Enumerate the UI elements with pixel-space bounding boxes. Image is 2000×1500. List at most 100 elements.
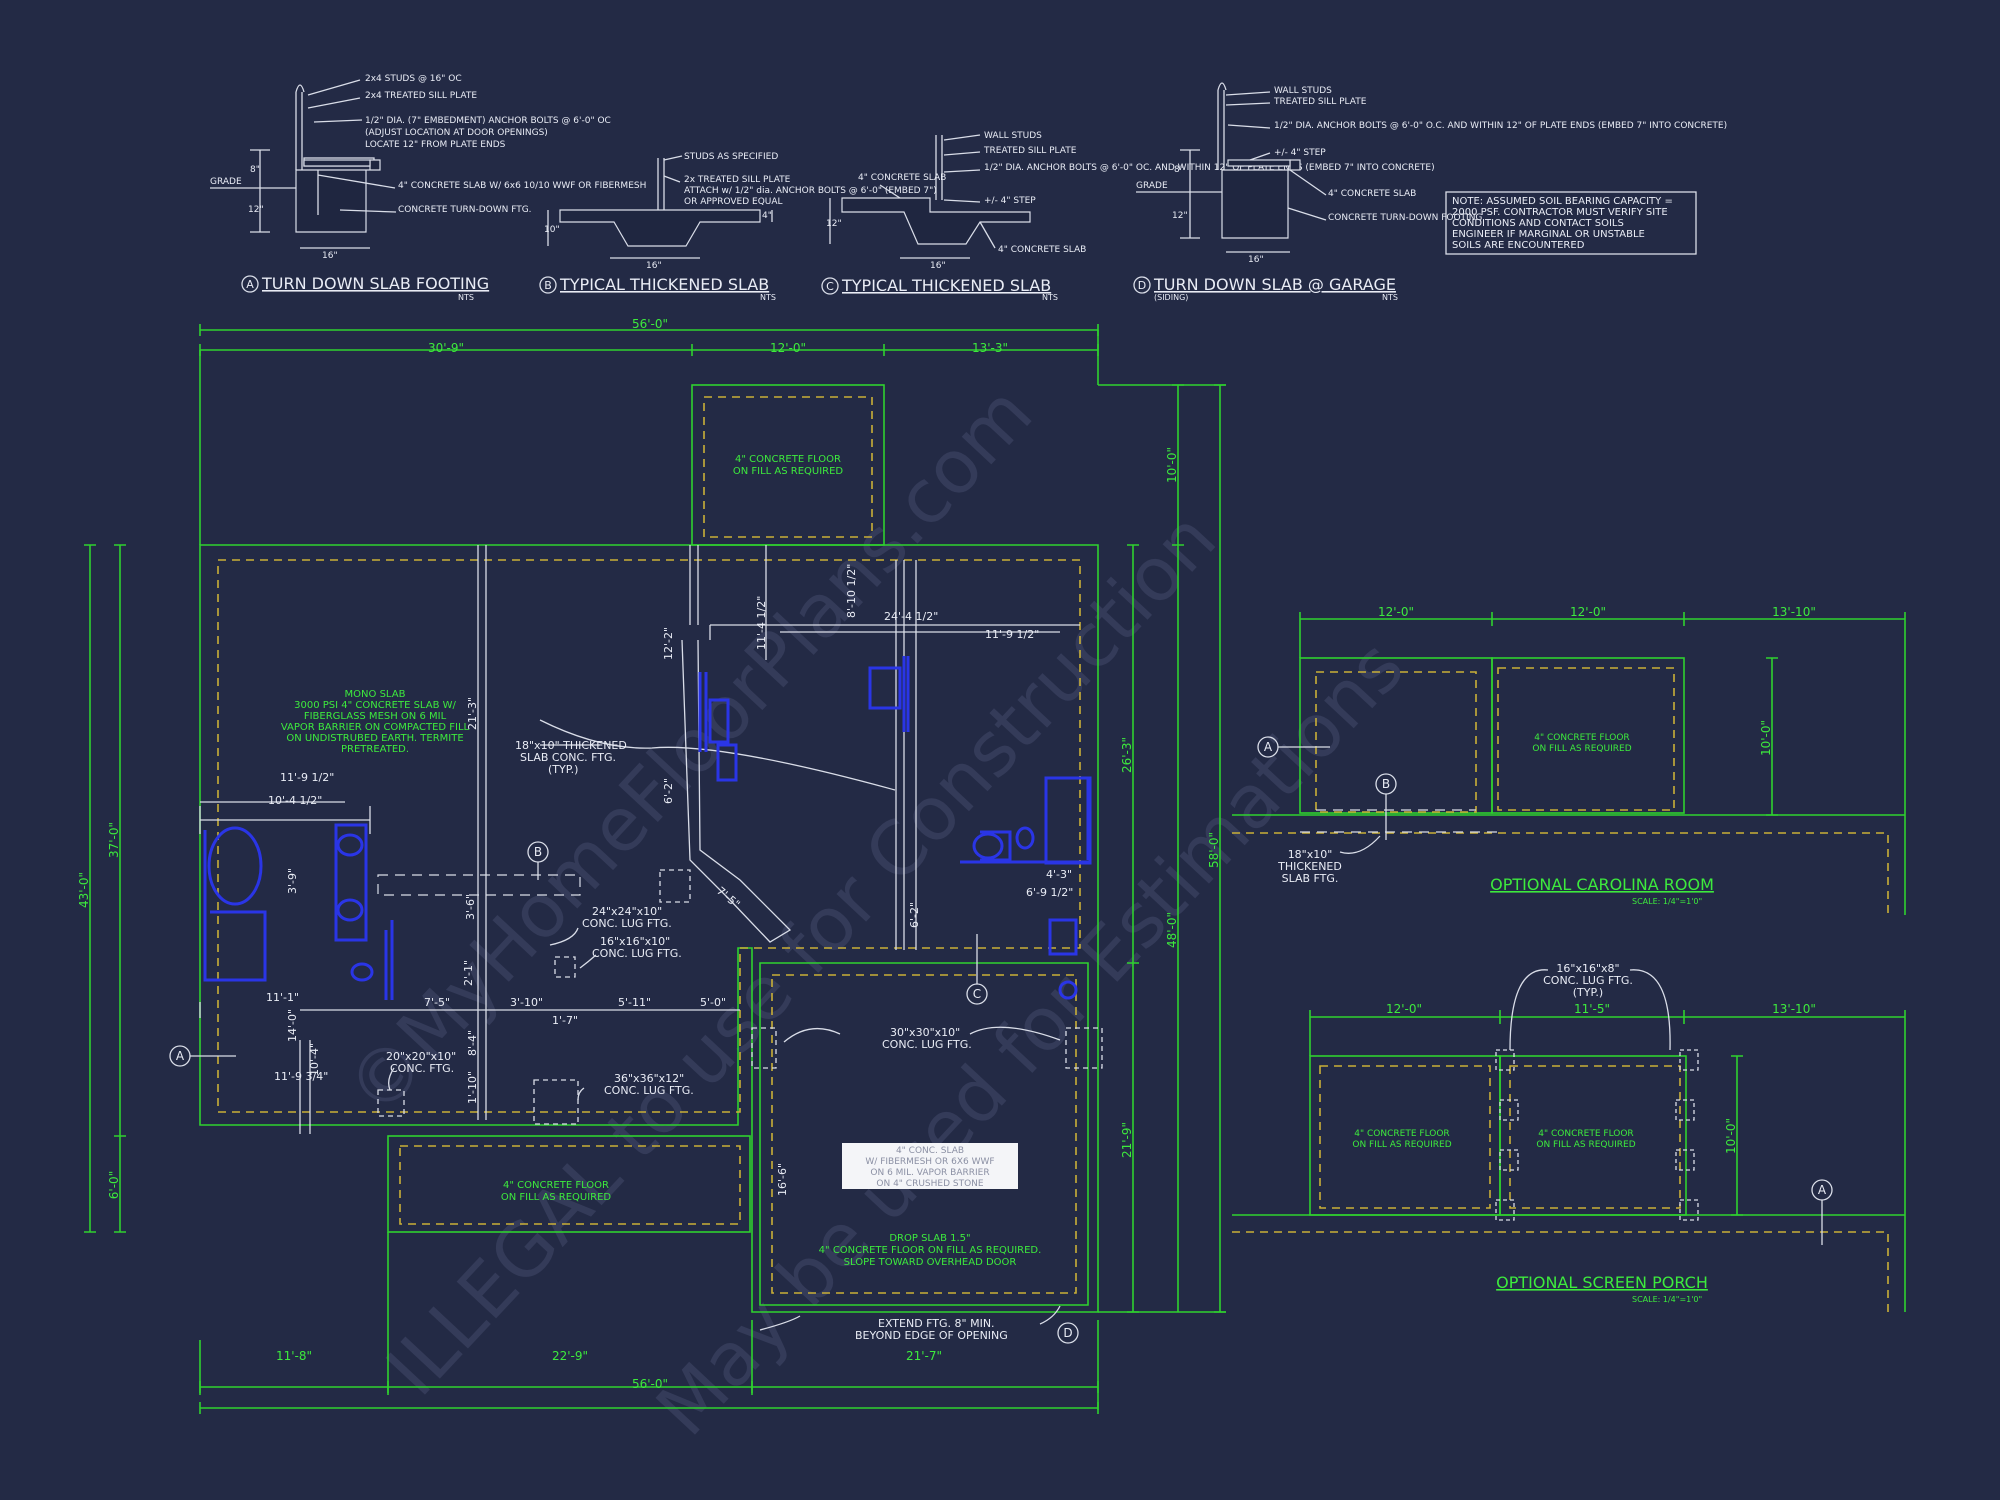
garage-box-3: ON 6 MIL. VAPOR BARRIER bbox=[870, 1168, 989, 1178]
screen-dim-c: 13'-10" bbox=[1772, 1002, 1816, 1016]
detail-c-dim-12: 12" bbox=[826, 219, 842, 229]
dim-inner-11-4: 11'-4 1/2" bbox=[755, 596, 768, 650]
detail-d-siding: (SIDING) bbox=[1154, 293, 1188, 302]
dim-bot-total: 56'-0" bbox=[632, 1377, 668, 1391]
front-porch-note-1: 4" CONCRETE FLOOR bbox=[503, 1180, 609, 1191]
detail-b-note-2: 2x TREATED SILL PLATE bbox=[684, 175, 791, 185]
detail-d-turn-down-slab-garage: WALL STUDS TREATED SILL PLATE 1/2" DIA. … bbox=[1133, 82, 1727, 302]
detail-b-note-4: OR APPROVED EQUAL bbox=[684, 197, 783, 207]
detail-d-title: TURN DOWN SLAB @ GARAGE bbox=[1153, 275, 1396, 294]
house-outline bbox=[199, 544, 1099, 1313]
plan-tag-d: D bbox=[1063, 1326, 1072, 1340]
carolina-scale: SCALE: 1/4"=1'0" bbox=[1632, 897, 1702, 906]
dim-inner-3-10: 3'-10" bbox=[510, 996, 543, 1009]
soil-note-line-4: ENGINEER IF MARGINAL OR UNSTABLE bbox=[1452, 229, 1645, 240]
dim-inner-3-6: 3'-6" bbox=[464, 894, 477, 920]
screen-floor-note-2a: 4" CONCRETE FLOOR bbox=[1538, 1129, 1633, 1139]
dim-inner-10-4-a: 10'-4 1/2" bbox=[268, 794, 322, 807]
porch-footing-dash bbox=[399, 1145, 741, 1225]
detail-d-marker bbox=[1133, 276, 1151, 294]
garage-box-1: 4" CONC. SLAB bbox=[896, 1146, 964, 1156]
callout-36-1: 36"x36"x12" bbox=[614, 1072, 684, 1085]
mono-slab-5: ON UNDISTRUBED EARTH. TERMITE bbox=[286, 733, 463, 744]
garage-box-4: ON 4" CRUSHED STONE bbox=[876, 1179, 984, 1189]
callout-thickened-1: 18"x10" THICKENED bbox=[515, 739, 627, 752]
dim-top-c: 13'-3" bbox=[972, 341, 1008, 355]
soil-bearing-note: NOTE: ASSUMED SOIL BEARING CAPACITY = 20… bbox=[1445, 191, 1697, 255]
soil-note-line-2: 2000 PSF. CONTRACTOR MUST VERIFY SITE bbox=[1452, 207, 1668, 218]
dim-inner-10-4-b: 10'-4" bbox=[308, 1043, 321, 1076]
optional-carolina-room: 12'-0" 12'-0" 13'-10" 10'-0" 4" CONCRETE… bbox=[1232, 605, 1906, 915]
dim-inner-24-4: 24'-4 1/2" bbox=[884, 610, 938, 623]
plumbing-fixtures bbox=[203, 656, 1092, 1000]
detail-c-letter: C bbox=[826, 280, 834, 293]
screen-floor-note-1b: ON FILL AS REQUIRED bbox=[1352, 1140, 1451, 1150]
carolina-dim-a: 12'-0" bbox=[1378, 605, 1414, 619]
carolina-title: OPTIONAL CAROLINA ROOM bbox=[1490, 875, 1714, 894]
detail-a-note-5: LOCATE 12" FROM PLATE ENDS bbox=[365, 140, 506, 150]
garage-note-3: SLOPE TOWARD OVERHEAD DOOR bbox=[844, 1257, 1017, 1268]
detail-c-note-5: 4" CONCRETE SLAB bbox=[858, 173, 946, 183]
screen-floor-note-2b: ON FILL AS REQUIRED bbox=[1536, 1140, 1635, 1150]
dim-left-37: 37'-0" bbox=[107, 822, 121, 858]
detail-a-letter: A bbox=[246, 278, 254, 291]
plan-tag-c: C bbox=[973, 987, 981, 1001]
dim-top-b: 12'-0" bbox=[770, 341, 806, 355]
plan-tag-a: A bbox=[176, 1049, 185, 1063]
callout-extend-2: BEYOND EDGE OF OPENING bbox=[855, 1329, 1008, 1342]
screen-dim-a: 12'-0" bbox=[1386, 1002, 1422, 1016]
dim-inner-8-10: 8'-10 1/2" bbox=[845, 564, 858, 618]
detail-c-note-6: 4" CONCRETE SLAB bbox=[998, 245, 1086, 255]
carolina-dim-c: 13'-10" bbox=[1772, 605, 1816, 619]
detail-d-dim-12: 12" bbox=[1172, 211, 1188, 221]
callout-16-1: 16"x16"x10" bbox=[600, 935, 670, 948]
dim-right-10: 10'-0" bbox=[1165, 447, 1179, 483]
carolina-floor-note-1: 4" CONCRETE FLOOR bbox=[1534, 733, 1629, 743]
screen-title: OPTIONAL SCREEN PORCH bbox=[1496, 1273, 1708, 1292]
detail-d-note-6: CONCRETE TURN-DOWN FOOTING bbox=[1328, 213, 1482, 223]
detail-d-dim-8: 8" bbox=[1174, 165, 1184, 175]
dim-inner-5-11: 5'-11" bbox=[618, 996, 651, 1009]
detail-a-grade: GRADE bbox=[210, 177, 242, 187]
plan-tag-d-marker bbox=[1057, 1322, 1079, 1344]
detail-c-note-4: +/- 4" STEP bbox=[984, 196, 1036, 206]
dim-right-21: 21'-9" bbox=[1120, 1122, 1134, 1158]
detail-d-note-2: TREATED SILL PLATE bbox=[1273, 97, 1367, 107]
mono-slab-1: MONO SLAB bbox=[345, 689, 406, 700]
carolina-floor-note-2: ON FILL AS REQUIRED bbox=[1532, 744, 1631, 754]
callout-24-2: CONC. LUG FTG. bbox=[582, 917, 672, 930]
carolina-dim-v: 10'-0" bbox=[1759, 720, 1773, 756]
dim-right-48: 48'-0" bbox=[1165, 912, 1179, 948]
soil-note-line-1: NOTE: ASSUMED SOIL BEARING CAPACITY = bbox=[1452, 196, 1673, 207]
dim-inner-7-5-a: 7'-5" bbox=[424, 996, 450, 1009]
dim-top-total: 56'-0" bbox=[632, 317, 668, 331]
detail-c-note-2: TREATED SILL PLATE bbox=[983, 146, 1077, 156]
detail-b-letter: B bbox=[544, 279, 552, 292]
screen-lug-3: (TYP.) bbox=[1573, 986, 1603, 999]
carolina-thick-1: 18"x10" bbox=[1288, 848, 1333, 861]
dim-inner-5-0: 5'-0" bbox=[700, 996, 726, 1009]
detail-b-note-1: STUDS AS SPECIFIED bbox=[684, 152, 778, 162]
detail-b-marker bbox=[539, 276, 557, 294]
dim-inner-7-5-b: 7'-5" bbox=[714, 884, 742, 911]
soil-note-line-3: CONDITIONS AND CONTACT SOILS bbox=[1452, 218, 1624, 229]
detail-d-letter: D bbox=[1138, 279, 1146, 292]
detail-c-note-3: 1/2" DIA. ANCHOR BOLTS @ 6'-0" OC. AND W… bbox=[984, 163, 1435, 173]
detail-a-note-3: 1/2" DIA. (7" EMBEDMENT) ANCHOR BOLTS @ … bbox=[365, 116, 611, 126]
callout-20-1: 20"x20"x10" bbox=[386, 1050, 456, 1063]
dim-inner-2-1: 2'-1" bbox=[462, 960, 475, 986]
carolina-tag-b: B bbox=[1382, 777, 1390, 791]
carolina-tag-a: A bbox=[1264, 740, 1273, 754]
callout-24-1: 24"x24"x10" bbox=[592, 905, 662, 918]
carolina-dim-b: 12'-0" bbox=[1570, 605, 1606, 619]
garage-outline bbox=[759, 962, 1089, 1306]
dim-top-a: 30'-9" bbox=[428, 341, 464, 355]
dim-left-6: 6'-0" bbox=[107, 1171, 121, 1199]
detail-a-note-7: CONCRETE TURN-DOWN FTG. bbox=[398, 205, 532, 215]
detail-c-nts: NTS bbox=[1042, 293, 1058, 302]
house-footing-dash bbox=[217, 559, 1081, 1113]
callout-20-2: CONC. FTG. bbox=[390, 1062, 454, 1075]
carolina-thick-3: SLAB FTG. bbox=[1282, 872, 1339, 885]
detail-b-nts: NTS bbox=[760, 293, 776, 302]
